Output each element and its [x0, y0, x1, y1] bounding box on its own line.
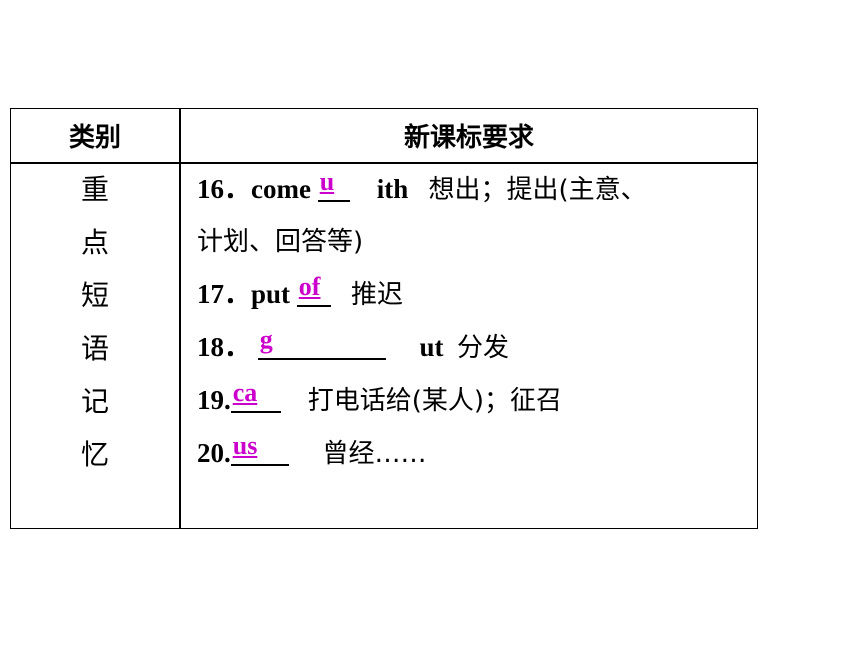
item-20: 20.us 曾经……: [197, 427, 427, 480]
header-category: 类别: [68, 123, 121, 153]
item-number: 18．: [197, 332, 251, 362]
item-17: 17．put of 推迟: [197, 268, 403, 321]
item-number: 20.: [197, 438, 231, 468]
item-number: 16．: [197, 174, 251, 204]
item-meaning: 推迟: [351, 280, 404, 310]
column-divider: [179, 109, 181, 528]
item-meaning: 分发: [457, 333, 510, 363]
item-number: 19.: [197, 385, 231, 415]
phrase-table: 类别 新课标要求 重 点 短 语 记 忆 16．come u ith 想出；提出…: [10, 108, 758, 529]
item-meaning: 想出；提出(主意、: [428, 175, 647, 205]
item-18: 18． g ut 分发: [197, 321, 509, 374]
item-pre: come: [251, 174, 311, 204]
header-requirement: 新课标要求: [403, 123, 534, 153]
item-post: ith: [376, 174, 409, 204]
item-16-cont: 计划、回答等): [197, 215, 363, 268]
answer-text: of: [298, 275, 321, 301]
category-char: 短: [80, 279, 109, 312]
item-meaning-cont: 计划、回答等): [197, 227, 364, 257]
answer-text: ca: [232, 381, 258, 407]
answer-blank: u: [317, 170, 350, 202]
answer-blank: ca: [230, 381, 281, 413]
category-char: 点: [80, 226, 109, 259]
answer-blank: of: [296, 275, 331, 307]
header-divider: [11, 162, 757, 164]
category-char: 重: [80, 173, 109, 206]
item-pre: put: [251, 279, 291, 309]
item-19: 19.ca 打电话给(某人)；征召: [197, 374, 562, 427]
item-meaning: 曾经……: [322, 439, 427, 469]
item-post: ut: [419, 332, 444, 362]
category-cell: 重 点 短 语 记 忆: [11, 163, 179, 481]
category-char: 忆: [80, 438, 109, 471]
item-16: 16．come u ith 想出；提出(主意、: [197, 163, 647, 216]
answer-text: us: [232, 434, 258, 460]
answer-blank: us: [230, 434, 289, 466]
item-meaning: 打电话给(某人)；征召: [307, 386, 563, 416]
category-char: 语: [80, 332, 109, 365]
item-number: 17．: [197, 279, 251, 309]
answer-text: g: [259, 328, 273, 354]
answer-text: u: [319, 170, 335, 196]
answer-blank: g: [257, 328, 386, 360]
category-char: 记: [80, 385, 109, 418]
